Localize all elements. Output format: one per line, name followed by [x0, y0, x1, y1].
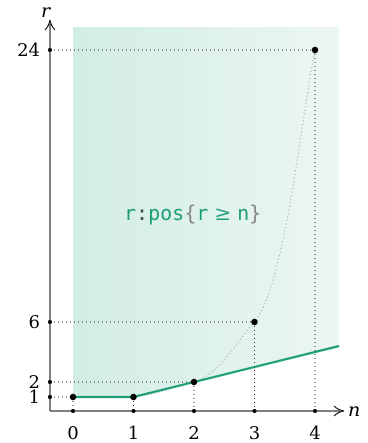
annotation-rhs: n — [237, 201, 249, 225]
y-tick-mark-0 — [48, 395, 52, 399]
y-axis-arrow — [44, 19, 56, 31]
y-tick-label-2: 6 — [29, 312, 40, 333]
x-tick-label-3: 3 — [249, 423, 260, 443]
region-annotation: r:pos{r≥n} — [124, 201, 261, 225]
x-tick-mark-1 — [131, 409, 136, 413]
x-axis-label: n — [348, 399, 360, 421]
y-tick-label-3: 24 — [17, 40, 40, 61]
annotation-colon: : — [136, 201, 148, 225]
x-tick-mark-0 — [71, 409, 75, 413]
x-tick-label-2: 2 — [188, 423, 199, 443]
annotation-close-brace: } — [249, 201, 261, 225]
x-tick-label-0: 0 — [67, 423, 78, 443]
x-tick-mark-4 — [313, 409, 317, 413]
shaded-region — [73, 27, 340, 397]
y-tick-mark-3 — [48, 48, 52, 52]
y-tick-label-1: 2 — [29, 372, 40, 393]
x-tick-label-4: 4 — [309, 423, 320, 443]
data-point-1 — [130, 393, 137, 401]
x-ticks: 0 1 2 3 4 — [67, 409, 321, 443]
factorial-curve — [133, 49, 316, 398]
data-point-2 — [190, 378, 198, 386]
annotation-open-brace: { — [184, 201, 196, 225]
x-axis-arrow — [333, 405, 345, 417]
data-points — [69, 46, 319, 401]
y-tick-mark-1 — [48, 380, 52, 384]
y-ticks: 12 6 24 — [17, 40, 52, 408]
annotation-type: pos — [148, 201, 184, 225]
annotation-prefix: r — [124, 201, 136, 225]
annotation-lhs: r — [196, 201, 208, 225]
y-axis-label: r — [41, 0, 52, 22]
x-tick-mark-3 — [252, 409, 257, 413]
x-tick-mark-2 — [192, 409, 196, 413]
y-tick-label-0: 1 — [29, 387, 40, 408]
data-point-3 — [251, 318, 258, 326]
data-point-0 — [69, 393, 77, 401]
annotation-relation: ≥ — [214, 201, 231, 225]
x-tick-label-1: 1 — [128, 423, 139, 443]
data-point-4 — [311, 46, 319, 54]
y-tick-mark-2 — [48, 320, 52, 324]
